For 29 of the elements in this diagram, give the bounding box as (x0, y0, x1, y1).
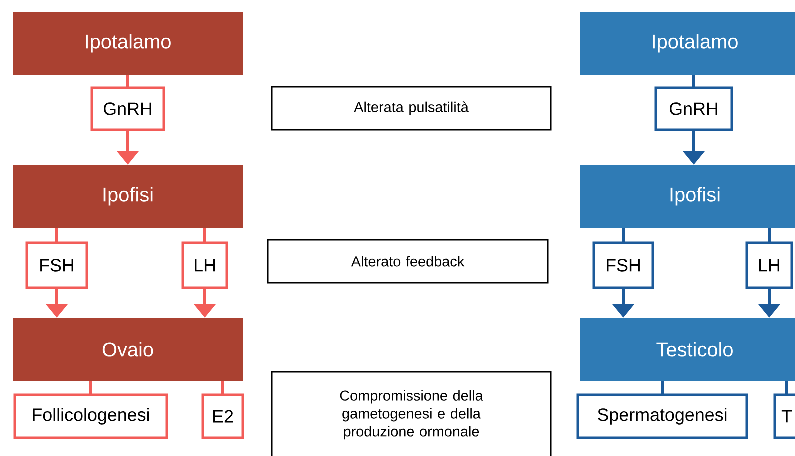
organ-box: Ipotalamo (13, 12, 243, 75)
organ-box: Testicolo (580, 318, 795, 381)
hormone-box: FSH (592, 242, 654, 290)
note-box: Compromissione della gametogenesi e della produzione ormonale (271, 371, 552, 456)
hormone-box: GnRH (90, 86, 166, 132)
note-box: Alterata pulsatilità (271, 86, 552, 131)
connector-line (692, 75, 696, 88)
connector-line (768, 228, 771, 243)
organ-box: Ovaio (13, 318, 243, 381)
connector-line (90, 381, 92, 395)
hormone-box: Follicologenesi (14, 394, 168, 440)
hormone-box: FSH (26, 242, 88, 290)
connector-line (126, 75, 130, 88)
note-box: Alterato feedback (267, 239, 549, 284)
hormone-box: E2 (202, 394, 244, 440)
hormone-box: LH (182, 242, 228, 290)
hormone-box: T (774, 394, 795, 440)
connector-line (786, 381, 788, 395)
connector-line (56, 228, 58, 243)
organ-box: Ipofisi (13, 165, 243, 228)
connector-line (661, 381, 664, 395)
hormone-box: Spermatogenesi (576, 394, 748, 440)
hormone-box: GnRH (654, 86, 734, 132)
connector-line (204, 228, 206, 243)
connector-line (222, 381, 224, 395)
connector-line (622, 228, 625, 243)
hormone-box: LH (746, 242, 794, 290)
organ-box: Ipotalamo (580, 12, 795, 75)
organ-box: Ipofisi (580, 165, 795, 228)
